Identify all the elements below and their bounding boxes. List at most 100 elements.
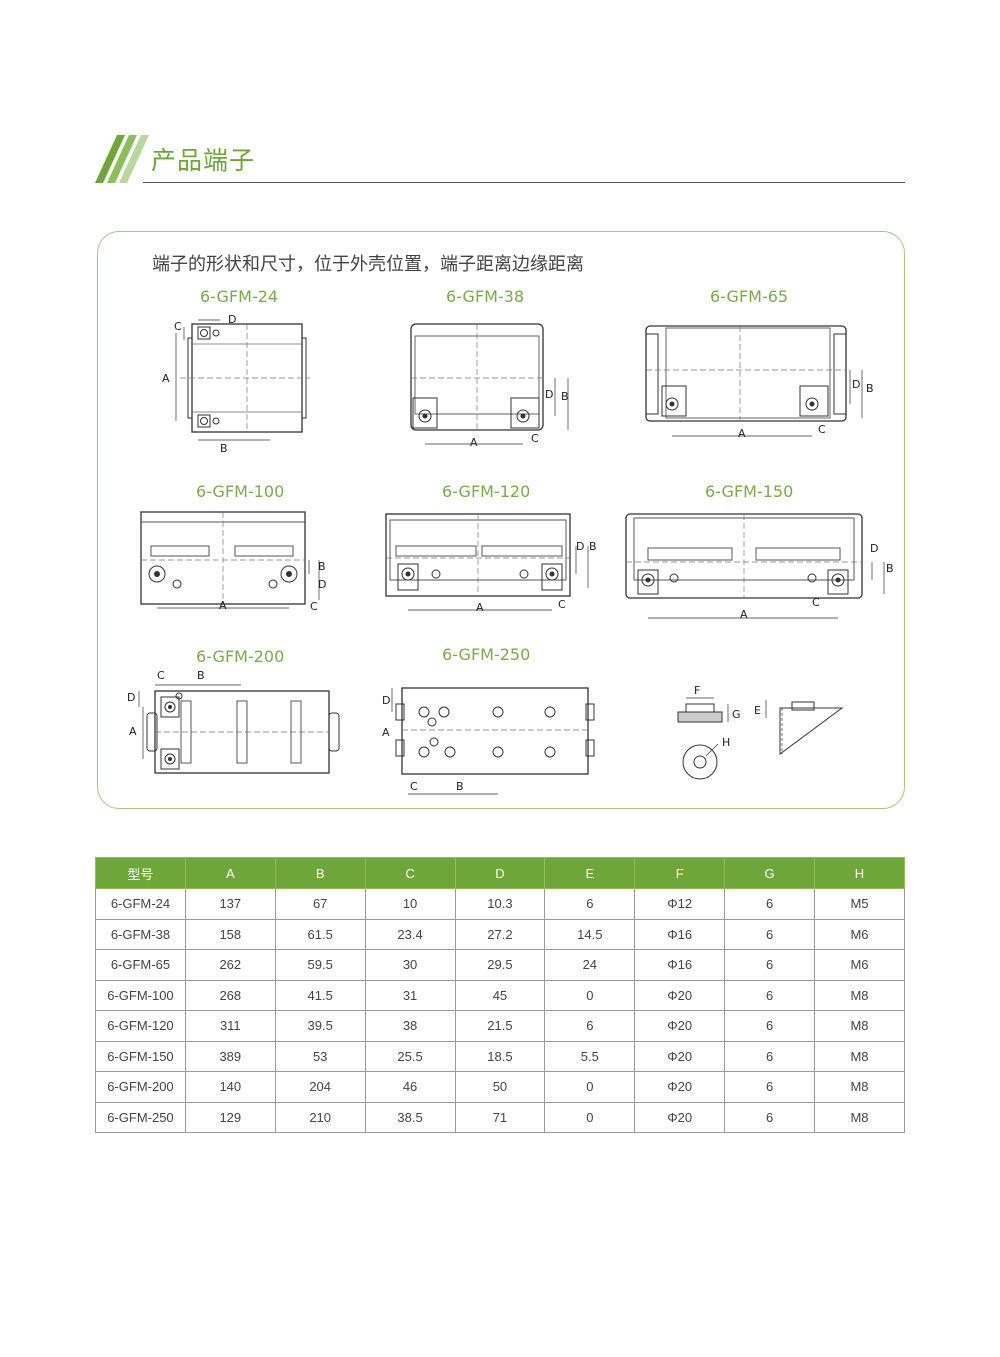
table-cell: 27.2 [454, 918, 546, 950]
table-cell: 389 [184, 1040, 276, 1072]
table-cell: 6 [544, 888, 636, 920]
table-cell: 50 [454, 1071, 546, 1103]
table-cell: 6 [724, 1101, 815, 1133]
table-cell: 14.5 [544, 918, 636, 950]
table-cell: 6-GFM-150 [95, 1040, 186, 1072]
table-cell: Φ16 [634, 918, 726, 950]
dim-h-label: H [722, 736, 730, 749]
dim-d-label: D [318, 578, 326, 591]
table-cell: 268 [184, 979, 276, 1011]
column-header: A [184, 857, 276, 889]
table-cell: 23.4 [364, 918, 456, 950]
table-cell: 6-GFM-120 [95, 1010, 186, 1042]
table-cell: M8 [814, 1101, 905, 1133]
table-cell: M8 [814, 1040, 905, 1072]
table-cell: Φ20 [634, 1010, 726, 1042]
table-cell: 71 [454, 1101, 546, 1133]
table-cell: 129 [184, 1101, 276, 1133]
table-cell: 140 [184, 1071, 276, 1103]
drawing-6-gfm-38: A B C D [405, 318, 585, 453]
dim-g-label: G [732, 708, 741, 721]
model-label-150: 6-GFM-150 [705, 482, 794, 501]
table-cell: 46 [364, 1071, 456, 1103]
table-cell: 6 [544, 1010, 636, 1042]
dim-a-label: A [219, 599, 227, 612]
table-cell: 137 [184, 888, 276, 920]
table-cell: 6-GFM-250 [95, 1101, 186, 1133]
dim-b-label: B [197, 669, 205, 682]
table-cell: 6-GFM-200 [95, 1071, 186, 1103]
dim-d-label: D [382, 694, 390, 707]
dim-d-label: D [870, 542, 878, 555]
section-header: 产品端子 [95, 135, 905, 185]
table-cell: 10.3 [454, 888, 546, 920]
table-cell: Φ12 [634, 888, 726, 920]
table-cell: M8 [814, 1010, 905, 1042]
model-label-250: 6-GFM-250 [442, 645, 531, 664]
table-cell: 6 [724, 918, 815, 950]
table-cell: 0 [544, 979, 636, 1011]
dim-a-label: A [476, 601, 484, 614]
table-cell: 0 [544, 1101, 636, 1133]
table-cell: M5 [814, 888, 905, 920]
table-cell: 41.5 [274, 979, 366, 1011]
model-label-100: 6-GFM-100 [196, 482, 285, 501]
table-cell: 10 [364, 888, 456, 920]
dim-b-label: B [220, 442, 228, 455]
table-cell: 6 [724, 949, 815, 981]
dim-e-label: E [754, 704, 761, 717]
table-cell: M6 [814, 918, 905, 950]
header-rule [143, 182, 905, 183]
drawing-6-gfm-100: A B C D [135, 508, 335, 618]
model-label-24: 6-GFM-24 [200, 287, 279, 306]
table-cell: 67 [274, 888, 366, 920]
table-cell: 24 [544, 949, 636, 981]
drawing-6-gfm-250: A B C D [378, 680, 603, 798]
table-cell: 6 [724, 1010, 815, 1042]
dim-a-label: A [738, 427, 746, 440]
table-cell: M8 [814, 979, 905, 1011]
table-cell: 204 [274, 1071, 366, 1103]
dim-b-label: B [886, 562, 894, 575]
dim-b-label: B [456, 780, 464, 793]
dim-b-label: B [561, 390, 569, 403]
table-cell: M8 [814, 1071, 905, 1103]
column-header: G [724, 857, 815, 889]
table-cell: 45 [454, 979, 546, 1011]
table-cell: 6-GFM-100 [95, 979, 186, 1011]
dim-a-label: A [162, 372, 170, 385]
drawing-6-gfm-150: A B C D [620, 510, 905, 625]
table-header-row: 型号 A B C D E F G H [95, 857, 905, 889]
table-cell: 25.5 [364, 1040, 456, 1072]
table-cell: 61.5 [274, 918, 366, 950]
dim-a-label: A [470, 436, 478, 449]
column-header: D [454, 857, 546, 889]
dim-d-label: D [127, 691, 135, 704]
drawing-6-gfm-65: A B C D [640, 320, 880, 445]
model-label-200: 6-GFM-200 [196, 647, 285, 666]
table-cell: 6 [724, 888, 815, 920]
dim-b-label: B [866, 382, 874, 395]
table-cell: 29.5 [454, 949, 546, 981]
column-header: 型号 [95, 857, 186, 889]
column-header: H [814, 857, 905, 889]
table-cell: 6-GFM-24 [95, 888, 186, 920]
model-label-65: 6-GFM-65 [710, 287, 789, 306]
model-label-120: 6-GFM-120 [442, 482, 531, 501]
dim-c-label: C [558, 598, 566, 611]
dim-d-label: D [852, 378, 860, 391]
column-header: C [364, 857, 456, 889]
dim-a-label: A [382, 726, 390, 739]
drawing-6-gfm-24: A B C D [160, 312, 310, 457]
table-cell: 6 [724, 979, 815, 1011]
table-cell: Φ20 [634, 979, 726, 1011]
table-cell: 6-GFM-38 [95, 918, 186, 950]
diagram-panel [97, 231, 905, 809]
drawing-6-gfm-120: A B C D [380, 510, 605, 620]
